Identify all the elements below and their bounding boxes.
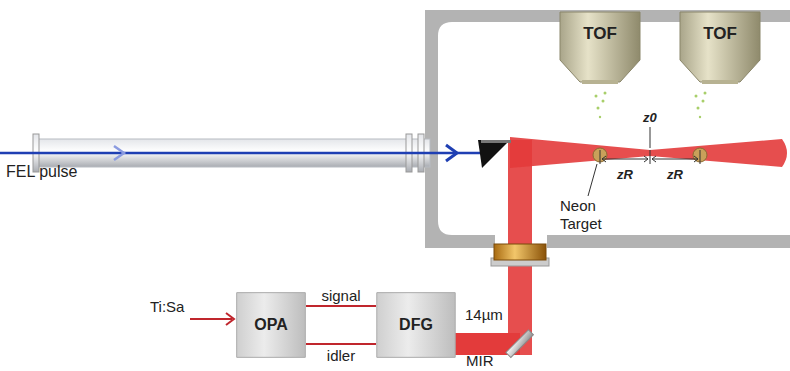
tof-detector: TOF (678, 10, 762, 86)
node-label: TOF (678, 24, 762, 44)
edge-label: signal (321, 287, 360, 304)
node-label: TOF (558, 24, 642, 44)
text-label: FEL pulse (6, 163, 77, 180)
laser-beam-line (306, 306, 376, 307)
node-shape (678, 10, 762, 86)
text-label: Ti:Sa (150, 298, 184, 315)
node-label: OPA (236, 316, 306, 334)
node-shape (558, 10, 642, 86)
text-label: MIR (466, 352, 494, 369)
text-label: 14µm (465, 306, 503, 323)
text-label: Neon Target (560, 197, 620, 233)
node-label: DFG (376, 316, 456, 334)
process-box: OPA (236, 292, 306, 358)
edge-label: idler (327, 347, 355, 364)
text-label: z0 (643, 109, 657, 126)
text-label: zR (667, 166, 683, 183)
process-box: DFG (376, 292, 456, 358)
laser-beam-line (306, 344, 376, 345)
tof-detector: TOF (558, 10, 642, 86)
text-label: zR (617, 166, 633, 183)
